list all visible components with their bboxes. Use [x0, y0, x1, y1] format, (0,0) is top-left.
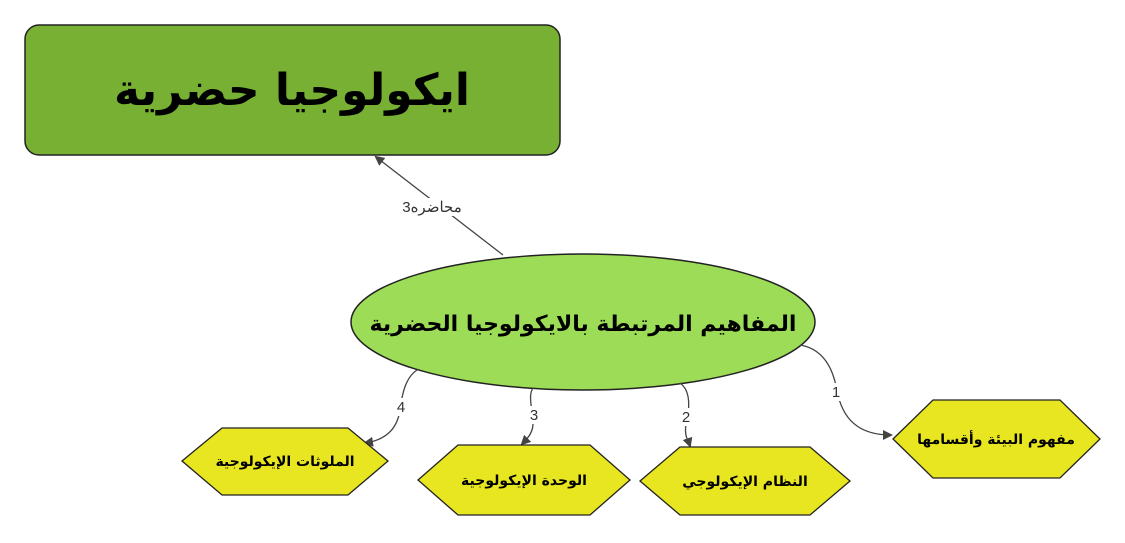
connector-1: [799, 344, 893, 440]
concept-text-4: الملوثات الإيكولوجية: [215, 454, 354, 470]
concept-node-4[interactable]: الملوثات الإيكولوجية: [180, 427, 390, 496]
concept-text-1: مفهوم البيئة وأقسامها: [917, 430, 1075, 448]
concept-node-1[interactable]: مفهوم البيئة وأقسامها: [892, 399, 1101, 479]
title-node[interactable]: ايكولوجيا حضرية: [24, 24, 561, 156]
title-link-label: محاضره3: [402, 199, 462, 216]
title-node-text: ايكولوجيا حضرية: [114, 65, 470, 116]
concept-text-2: النظام الإيكولوجي: [682, 474, 808, 490]
link-label-4: 4: [397, 399, 405, 416]
link-label-2: 2: [682, 409, 690, 426]
link-label-3: 3: [530, 407, 538, 424]
center-node-text: المفاهيم المرتبطة بالايكولوجيا الحضرية: [370, 312, 797, 337]
concept-text-3: الوحدة الإيكولوجية: [461, 473, 587, 489]
concept-node-3[interactable]: الوحدة الإيكولوجية: [417, 444, 631, 516]
concept-node-2[interactable]: النظام الإيكولوجي: [638, 446, 852, 516]
link-label-1: 1: [832, 384, 840, 401]
center-node[interactable]: المفاهيم المرتبطة بالايكولوجيا الحضرية: [350, 253, 816, 391]
connector-4: [363, 369, 418, 447]
